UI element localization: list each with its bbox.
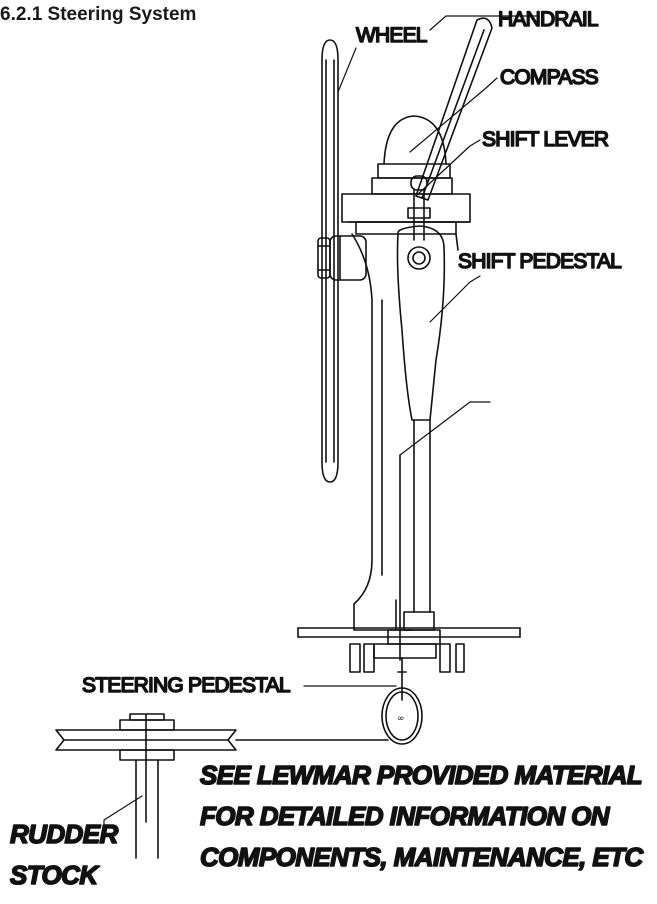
wheel-drawing [317, 39, 367, 483]
compass-label: COMPASS [500, 66, 599, 89]
rudder-stock-label-line1: RUDDER [10, 819, 118, 849]
leader-lines [103, 15, 538, 837]
steering-pedestal-column [381, 299, 441, 661]
rudder-stock-drawing [135, 713, 159, 859]
handrail-drawing [415, 17, 493, 201]
note-line-3: COMPONENTS, MAINTENANCE, ETC [200, 842, 644, 872]
quadrant-drawing [55, 713, 389, 761]
section-title: 6.2.1 Steering System [0, 4, 197, 25]
pedestal-head-drawing [341, 193, 471, 631]
svg-text:∞: ∞ [397, 714, 405, 724]
shift-pedestal-label: SHIFT PEDESTAL [458, 250, 621, 273]
steering-pedestal-label: STEERING PEDESTAL [82, 674, 290, 697]
shift-lever-drawing [407, 175, 431, 241]
handrail-leader [429, 15, 538, 31]
shift-pedestal-drawing [396, 225, 446, 613]
note-line-1: SEE LEWMAR PROVIDED MATERIAL [200, 760, 642, 790]
note-line-2: FOR DETAILED INFORMATION ON [200, 801, 611, 831]
idler-sheave-drawing: ∞ [381, 687, 423, 745]
shift-lever-label: SHIFT LEVER [482, 128, 609, 151]
handrail-label: HANDRAIL [498, 8, 598, 31]
deck-lines [297, 627, 521, 638]
under-deck-brackets [349, 643, 465, 701]
rudder-stock-label-line2: STOCK [10, 860, 100, 890]
wheel-label: WHEEL [356, 24, 427, 47]
